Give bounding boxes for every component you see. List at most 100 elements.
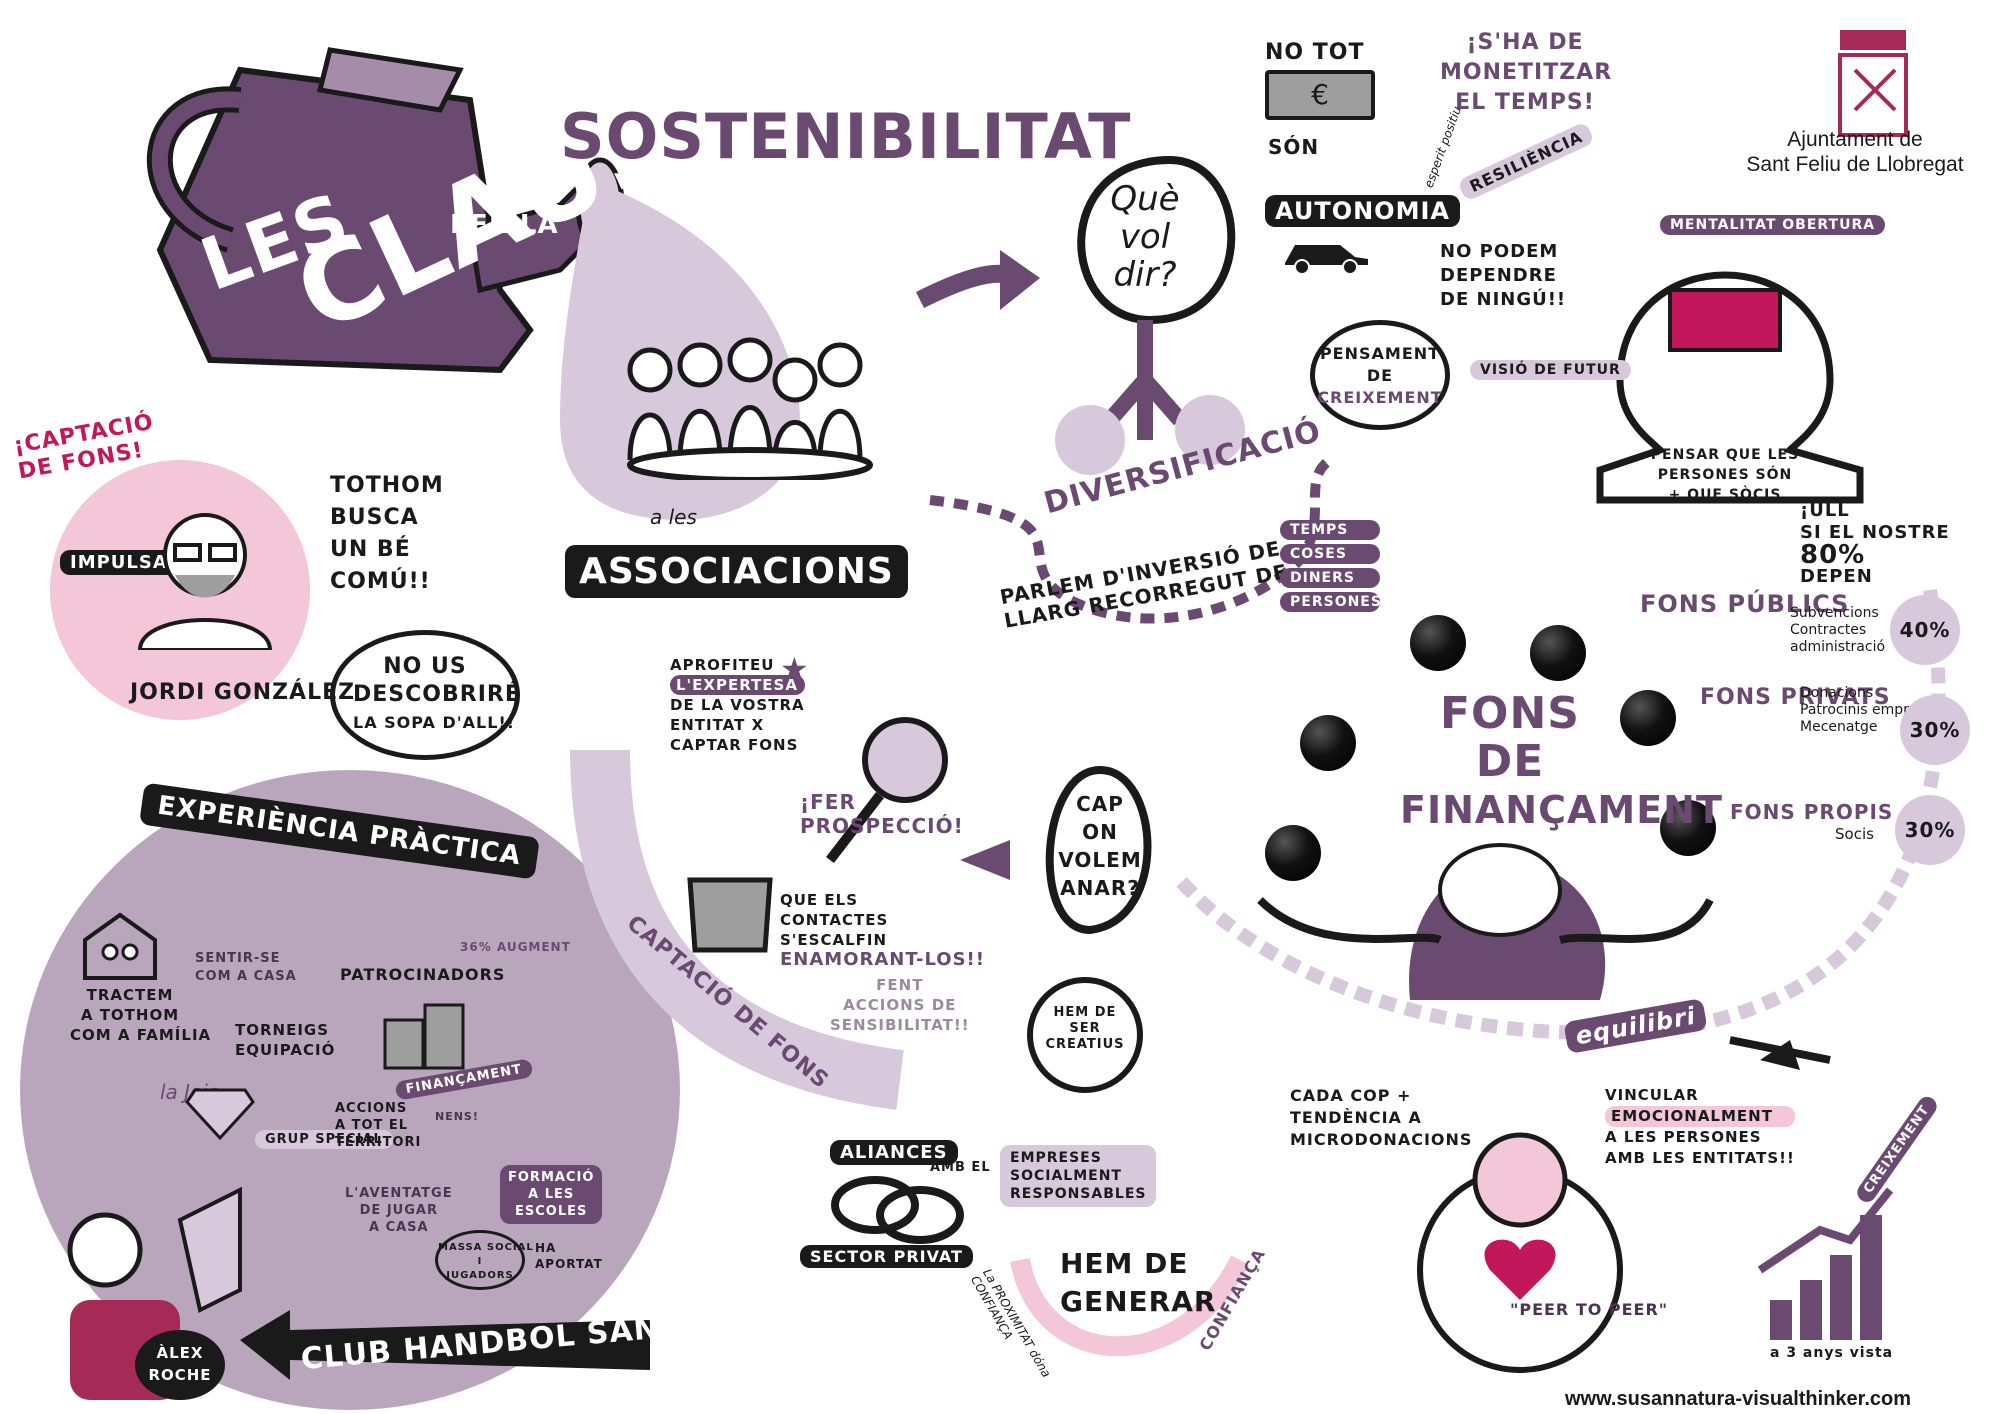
no-tot-label: NO TOT xyxy=(1265,40,1365,65)
aprofiteu-line: DE LA VOSTRA xyxy=(670,696,805,714)
star-icon: ★ xyxy=(780,650,809,688)
cap-on-line: ANAR? xyxy=(1060,876,1140,900)
monetitzar-line: ¡S'HA DE xyxy=(1466,30,1584,55)
pensament-line: de xyxy=(1366,366,1394,385)
augment-label: 36% AUGMENT xyxy=(460,940,571,954)
tractem-text: TRACTEM a TOTHOM com a FAMÍLIA xyxy=(70,985,210,1045)
sentir-line: SENTIR-SE xyxy=(195,951,281,966)
vincular-line: VINCULAR xyxy=(1605,1086,1699,1104)
massa-line: JUGADORS xyxy=(446,1270,514,1281)
empreses-line: RESPONSABLES xyxy=(1010,1186,1147,1202)
question-line: Què xyxy=(1110,179,1180,219)
monetitzar-line: MONETITZAR xyxy=(1440,60,1613,85)
amb-el-label: AMB EL xyxy=(930,1160,991,1175)
massa-bubble: MASSA SOCIAL i JUGADORS xyxy=(435,1230,534,1290)
no-podem-line: DE NINGÚ!! xyxy=(1440,289,1567,310)
aportat-line: APORTAT xyxy=(535,1257,603,1271)
euro-icon: € xyxy=(1265,70,1375,120)
sentir-text: SENTIR-SE COM A CASA xyxy=(195,950,297,986)
descobrire-bubble: NO US DESCOBRIRÉ LA SOPA D'ALL!! xyxy=(330,630,520,760)
publics-detail: Subvencions Contractes administració xyxy=(1790,605,1885,656)
contactes-line: CONTACTES xyxy=(780,911,889,929)
speaker-circle xyxy=(50,460,310,720)
aprofiteu-line: L'EXPERTESA xyxy=(670,675,805,695)
cada-cop-text: CADA COP + TENDÈNCIA a MICRODONACIONS xyxy=(1290,1085,1472,1151)
alex-line: ROCHE xyxy=(148,1366,212,1384)
cada-cop-line: CADA COP + xyxy=(1290,1086,1412,1105)
diamond-icon xyxy=(185,1080,255,1140)
visio-futur: VISIÓ DE FUTUR xyxy=(1470,360,1631,380)
aportat-text: HA APORTAT xyxy=(535,1240,603,1272)
hem-generar-line: HEM DE xyxy=(1060,1247,1189,1280)
title-a-les: a les xyxy=(650,505,697,529)
que-vol-dir-circle xyxy=(1077,156,1236,325)
pensament-bubble: PENSAMENT de CREIXEMENT xyxy=(1310,320,1450,430)
car-icon xyxy=(1280,235,1370,275)
patrocinadors-label: PATROCINADORS xyxy=(340,965,506,984)
accions-line: TERRITORI xyxy=(335,1135,422,1150)
juggling-ball xyxy=(1300,715,1356,771)
formacio-line: FORMACIÓ xyxy=(508,1170,595,1185)
contactes-line: ENAMORANT-LOS!! xyxy=(780,949,985,970)
massa-line: i xyxy=(477,1256,483,1267)
speaker-avatar xyxy=(130,500,280,650)
no-podem-line: NO PODEM xyxy=(1440,241,1559,262)
tractem-line: TRACTEM xyxy=(86,986,174,1004)
torneigs-text: TORNEIGS EQUIPACIÓ xyxy=(235,1020,335,1060)
fons-propis: FONS PROPIS xyxy=(1730,800,1894,824)
alex-line: ÀLEX xyxy=(156,1344,204,1362)
no-podem-line: DEPENDRE xyxy=(1440,265,1557,286)
ull-line: ¡ULL xyxy=(1800,500,1850,521)
aportat-line: HA xyxy=(535,1241,557,1255)
parlem-item: COSES xyxy=(1280,544,1380,564)
vincular-text: VINCULAR EMOCIONALMENT a les PERSONES am… xyxy=(1605,1085,1795,1169)
hem-generar-line: GENERAR xyxy=(1060,1285,1217,1318)
publics-detail-line: Contractes xyxy=(1790,622,1867,638)
aventatge-line: L'AVENTATGE xyxy=(345,1186,453,1201)
torneigs-line: TORNEIGS xyxy=(235,1021,330,1039)
mentalitat-text: PENSAR QUE LES PERSONES SÓN + QUE SÒCIS xyxy=(1640,445,1810,505)
pct-badge: 30% xyxy=(1900,695,1970,765)
massa-line: MASSA SOCIAL xyxy=(438,1242,534,1253)
speaker-name: JORDI GONZÁLEZ xyxy=(130,680,356,705)
mentalitat-line: PENSAR QUE LES xyxy=(1650,447,1800,463)
juggling-ball xyxy=(1265,825,1321,881)
sentir-line: COM A CASA xyxy=(195,969,297,984)
fons-title-line: FINANÇAMENT xyxy=(1400,788,1723,832)
contactes-line: S'ESCALFIN xyxy=(780,931,888,949)
aprofiteu-line: CAPTAR FONS xyxy=(670,736,799,754)
accions-line: a tot el xyxy=(335,1118,409,1133)
publics-detail-line: Subvencions xyxy=(1790,605,1879,621)
main-arrow xyxy=(915,264,1013,309)
privats-detail-line: Mecenatge xyxy=(1800,719,1878,735)
nens-label: NENS! xyxy=(435,1110,479,1123)
parlem-item: DINERS xyxy=(1280,568,1380,588)
fons-publics: FONS PÚBLICS xyxy=(1640,590,1850,618)
grup-special: grup SPECIAL xyxy=(255,1130,393,1149)
aliances-badge: ALIANCES xyxy=(830,1140,958,1165)
tothom-quote: TOTHOM BUSCA UN BÉ COMÚ!! xyxy=(330,470,444,598)
parlem-item: PERSONES xyxy=(1280,592,1381,612)
monetitzar-line: EL TEMPS! xyxy=(1455,90,1595,115)
ajuntament-logo: Ajuntament de Sant Feliu de Llobregat xyxy=(1735,127,1975,177)
juggling-ball xyxy=(1530,625,1586,681)
mentalitat-line: + QUE SÒCIS xyxy=(1668,487,1782,503)
alex-badge: ÀLEX ROCHE xyxy=(135,1330,225,1400)
ull-line: 80% xyxy=(1800,540,1866,570)
footer-url[interactable]: www.susannatura-visualthinker.com xyxy=(1565,1388,1912,1410)
pensament-line: CREIXEMENT xyxy=(1317,388,1443,407)
vincular-line: amb les ENTITATS!! xyxy=(1605,1149,1795,1167)
formacio-badge: FORMACIÓ a les ESCOLES xyxy=(500,1165,603,1224)
tothom-line: BUSCA xyxy=(330,505,419,530)
pensament-line: PENSAMENT xyxy=(1319,344,1441,363)
coins-icon xyxy=(380,1000,470,1070)
empreses-line: EMPRESES xyxy=(1010,1150,1102,1166)
aventatge-text: L'AVENTATGE DE JUGAR A CASA xyxy=(345,1185,453,1236)
publics-detail-line: administració xyxy=(1790,639,1886,655)
privats-detail-line: Donacions xyxy=(1800,685,1874,701)
sensibilitat-line: FENT xyxy=(876,976,924,994)
fons-title-line: de xyxy=(1475,736,1545,787)
descobrire-line: LA SOPA D'ALL!! xyxy=(353,713,516,732)
accions-line: ACCIONS xyxy=(335,1101,408,1116)
cap-on-line: VOLEM xyxy=(1058,848,1142,872)
